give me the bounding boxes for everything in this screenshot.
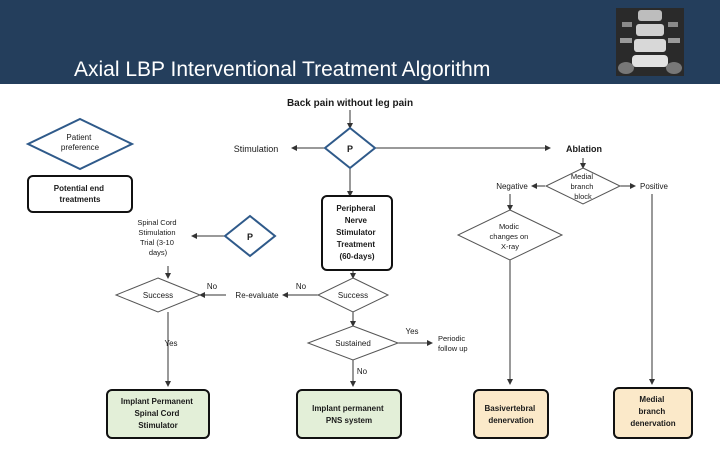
svg-text:Medial branch bloc: Medial branch block xyxy=(570,172,595,201)
implant-scs-line: Stimulator xyxy=(138,421,178,430)
no-bottom-label: No xyxy=(357,367,368,376)
p-decision-top: P xyxy=(323,126,377,170)
modic-changes-node: Modic changes on X-ray xyxy=(456,209,564,261)
svg-text:Modic changes on X: Modic changes on X-ray xyxy=(490,222,531,251)
svg-text:Basivertebral denervatio: Basivertebral denervation xyxy=(485,404,538,425)
potential-end-line: Potential end xyxy=(54,184,104,193)
yes-sustained-label: Yes xyxy=(405,327,418,336)
p-mid-label: P xyxy=(247,232,253,242)
implant-scs-line: Implant Permanent xyxy=(121,397,193,406)
svg-text:Patient preference: Patient preference xyxy=(61,133,100,152)
patient-preference-line: preference xyxy=(61,143,100,152)
start-label: Back pain without leg pain xyxy=(287,98,413,109)
svg-text:Medial branch dene: Medial branch denervation xyxy=(630,395,675,428)
modic-line: changes on xyxy=(490,232,529,241)
implant-pns-line: Implant permanent xyxy=(312,404,384,413)
mbd-line: branch xyxy=(639,407,666,416)
svg-text:Implant Permanent Spinal: Implant Permanent Spinal Cord Stimulator xyxy=(121,397,195,430)
spine-xray-image xyxy=(616,8,684,76)
scs-trial-line: Stimulation xyxy=(138,228,175,237)
pns-line: Peripheral xyxy=(336,204,375,213)
yes-left-label: Yes xyxy=(164,339,177,348)
basivertebral-box: Basivertebral denervation xyxy=(473,389,549,439)
modic-line: Modic xyxy=(499,222,519,231)
patient-preference-line: Patient xyxy=(66,133,92,142)
potential-end-treatments-box: Potential end treatments xyxy=(27,175,133,213)
header-bar: Axial LBP Interventional Treatment Algor… xyxy=(0,0,720,84)
success-center-node: Success xyxy=(316,277,390,313)
basivertebral-line: denervation xyxy=(488,416,533,425)
scs-trial-line: days) xyxy=(149,248,168,257)
implant-scs-box: Implant Permanent Spinal Cord Stimulator xyxy=(106,389,210,439)
scs-trial-line: Spinal Cord xyxy=(137,218,176,227)
sustained-label: Sustained xyxy=(335,339,371,348)
negative-label: Negative xyxy=(496,182,528,191)
implant-pns-line: PNS system xyxy=(326,416,372,425)
periodic-follow-up-label: Periodic follow up xyxy=(438,334,468,353)
mbd-line: denervation xyxy=(630,419,675,428)
pns-line: Stimulator xyxy=(336,228,376,237)
pns-line: (60-days) xyxy=(339,252,374,261)
pns-treatment-box: Peripheral Nerve Stimulator Treatment (6… xyxy=(321,195,393,271)
p-decision-mid: P xyxy=(223,214,277,258)
medial-branch-block-node: Medial branch block xyxy=(544,167,622,205)
implant-pns-box: Implant permanent PNS system xyxy=(296,389,402,439)
svg-text:Potential end treatments: Potential end treatments xyxy=(54,184,106,204)
scs-trial-label: Spinal Cord Stimulation Trial (3-10 days… xyxy=(137,218,178,257)
page-title: Axial LBP Interventional Treatment Algor… xyxy=(74,58,491,81)
stimulation-label: Stimulation xyxy=(234,144,279,154)
basivertebral-line: Basivertebral xyxy=(485,404,536,413)
mbb-line: Medial xyxy=(571,172,593,181)
modic-line: X-ray xyxy=(501,242,519,251)
periodic-line: Periodic xyxy=(438,334,465,343)
scs-trial-line: Trial (3-10 xyxy=(140,238,174,247)
success-center-label: Success xyxy=(338,291,368,300)
implant-scs-line: Spinal Cord xyxy=(134,409,179,418)
positive-label: Positive xyxy=(640,182,669,191)
flowchart: Back pain without leg pain Patient prefe… xyxy=(25,98,693,439)
success-left-node: Success xyxy=(114,277,202,313)
success-left-label: Success xyxy=(143,291,173,300)
no-right-label: No xyxy=(296,282,307,291)
medial-branch-denervation-box: Medial branch denervation xyxy=(613,387,693,439)
reevaluate-label: Re-evaluate xyxy=(235,291,279,300)
svg-text:Peripheral Nerve S: Peripheral Nerve Stimulator Treatment (6… xyxy=(336,204,378,261)
ablation-label: Ablation xyxy=(566,144,602,154)
mbd-line: Medial xyxy=(639,395,664,404)
no-left-label: No xyxy=(207,282,218,291)
sustained-node: Sustained xyxy=(306,325,400,361)
pns-line: Nerve xyxy=(345,216,368,225)
p-top-label: P xyxy=(347,144,353,154)
pns-line: Treatment xyxy=(337,240,376,249)
svg-text:Implant permanent PNS sy: Implant permanent PNS system xyxy=(312,404,386,425)
periodic-line: follow up xyxy=(438,344,468,353)
patient-preference-node: Patient preference xyxy=(25,117,135,171)
potential-end-line: treatments xyxy=(60,195,101,204)
mbb-line: block xyxy=(574,192,592,201)
mbb-line: branch xyxy=(570,182,593,191)
